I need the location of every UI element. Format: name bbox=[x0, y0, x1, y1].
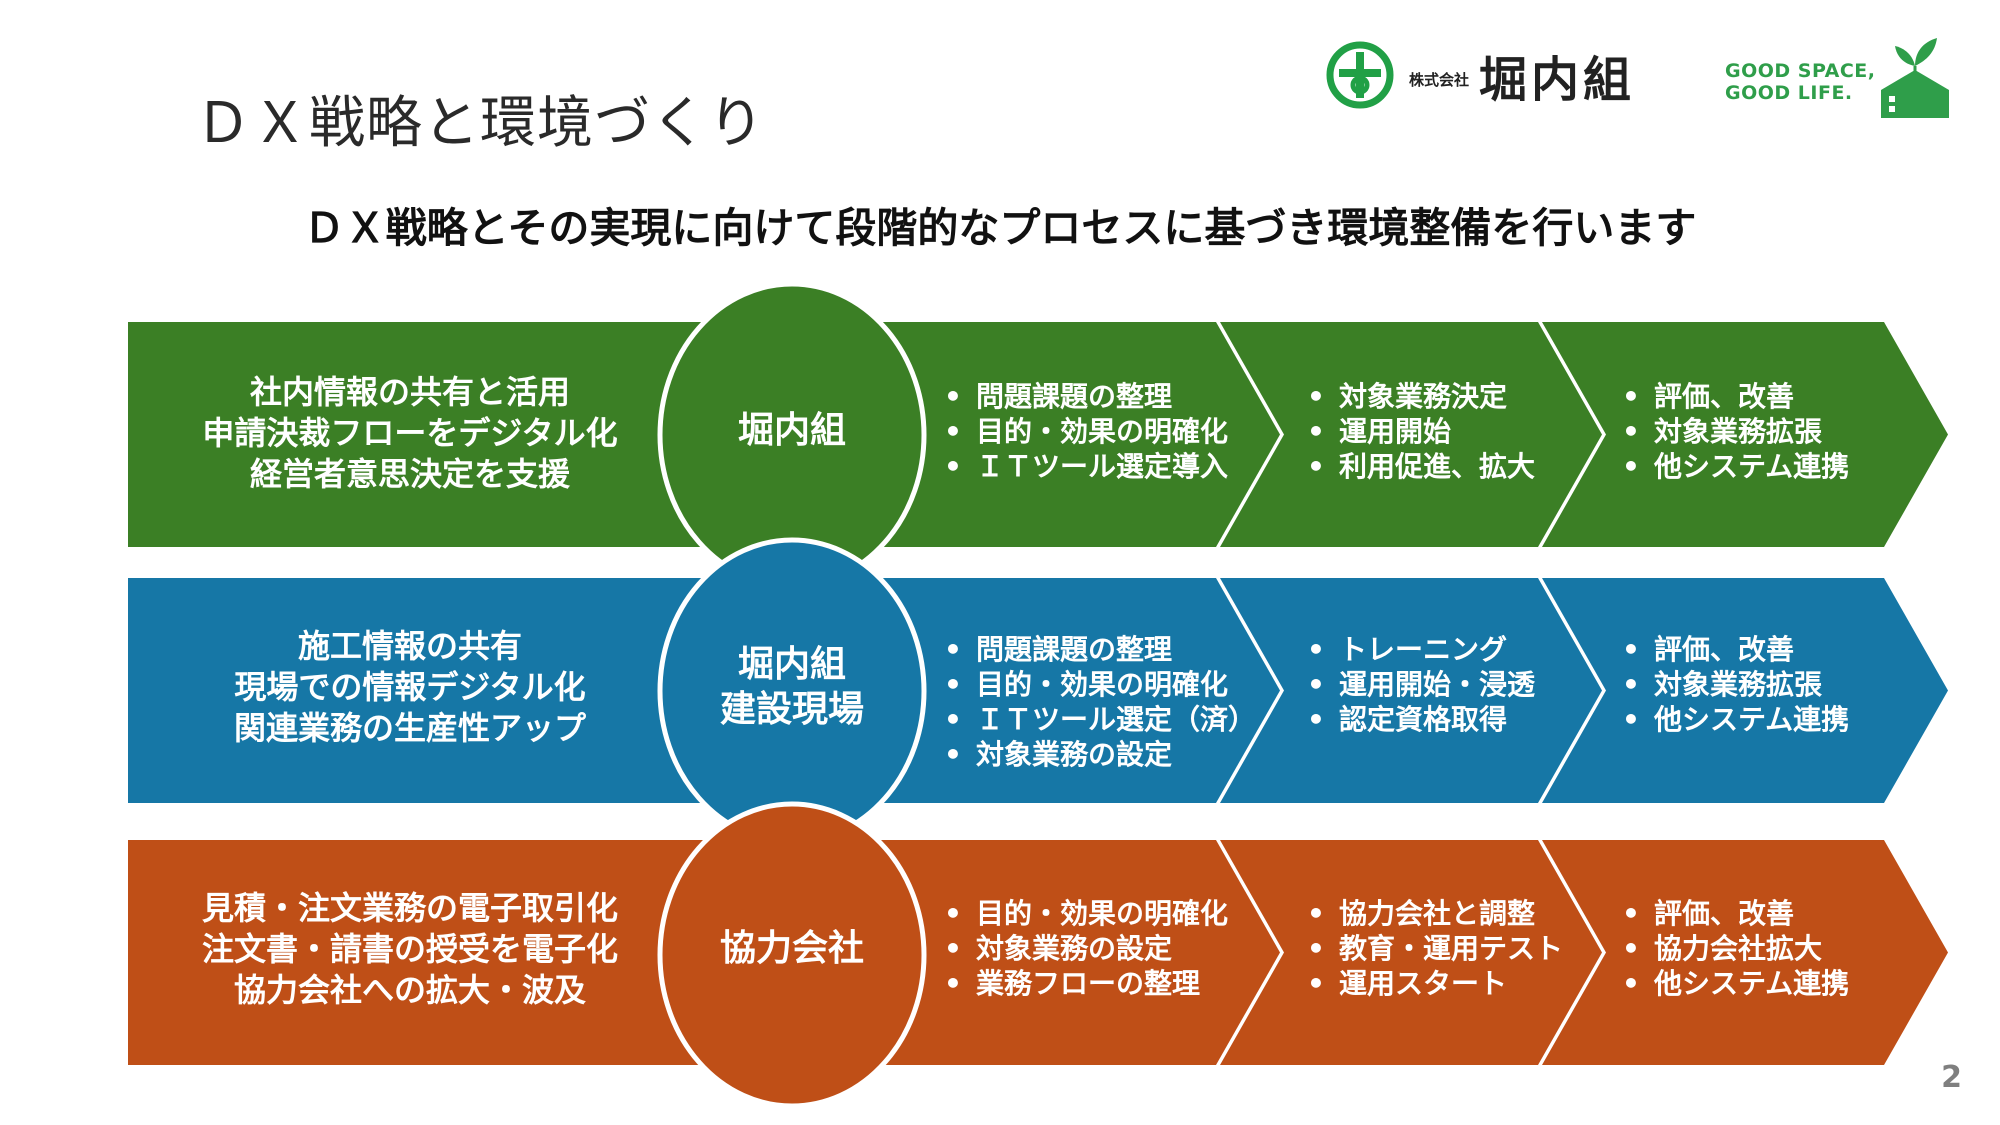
row-orange-summary: 見積・注文業務の電子取引化 注文書・請書の授受を電子化 協力会社への拡大・波及 bbox=[130, 888, 690, 1011]
row-blue-step-1: 問題課題の整理 目的・効果の明確化 ＩＴツール選定（済） 対象業務の設定 bbox=[942, 632, 1256, 772]
bullet-item: ＩＴツール選定導入 bbox=[942, 449, 1228, 484]
row-blue-left-band bbox=[128, 578, 708, 803]
row-green-step-2: 対象業務決定 運用開始 利用促進、拡大 bbox=[1305, 379, 1535, 484]
slogan-line-1: GOOD SPACE, bbox=[1725, 60, 1876, 82]
row-blue-summary: 施工情報の共有 現場での情報デジタル化 関連業務の生産性アップ bbox=[130, 626, 690, 749]
company-logo: 株式会社 堀内組 bbox=[1325, 30, 1685, 120]
bullet-item: 目的・効果の明確化 bbox=[942, 667, 1256, 702]
summary-line: 関連業務の生産性アップ bbox=[233, 709, 586, 747]
summary-line: 施工情報の共有 bbox=[297, 627, 522, 665]
circle-label-line: 堀内組 bbox=[737, 410, 846, 451]
bullet-item: 対象業務の設定 bbox=[942, 931, 1228, 966]
bullet-item: 他システム連携 bbox=[1620, 449, 1849, 484]
circle-label-line: 建設現場 bbox=[719, 689, 864, 730]
row-green-step-1: 問題課題の整理 目的・効果の明確化 ＩＴツール選定導入 bbox=[942, 379, 1228, 484]
bullet-item: 教育・運用テスト bbox=[1305, 931, 1563, 966]
summary-line: 注文書・請書の授受を電子化 bbox=[201, 930, 618, 968]
bullet-item: 利用促進、拡大 bbox=[1305, 449, 1535, 484]
summary-line: 現場での情報デジタル化 bbox=[234, 668, 586, 706]
row-blue-step-2: トレーニング 運用開始・浸透 認定資格取得 bbox=[1305, 632, 1535, 737]
bullet-item: 評価、改善 bbox=[1620, 896, 1849, 931]
house-sprout-icon bbox=[1881, 38, 1949, 118]
bullet-item: 協力会社と調整 bbox=[1305, 896, 1563, 931]
summary-line: 協力会社への拡大・波及 bbox=[233, 971, 586, 1009]
bullet-item: 協力会社拡大 bbox=[1620, 931, 1849, 966]
row-orange-circle-label: 協力会社 bbox=[662, 926, 922, 971]
row-orange-step-2: 協力会社と調整 教育・運用テスト 運用スタート bbox=[1305, 896, 1563, 1001]
page-number: 2 bbox=[1941, 1060, 1962, 1095]
circle-label-line: 協力会社 bbox=[719, 928, 864, 969]
bullet-item: 評価、改善 bbox=[1620, 632, 1849, 667]
bullet-item: トレーニング bbox=[1305, 632, 1535, 667]
summary-line: 社内情報の共有と活用 bbox=[249, 373, 570, 411]
summary-line: 申請決裁フローをデジタル化 bbox=[202, 414, 618, 452]
row-green-left-band bbox=[128, 322, 708, 547]
page-title: ＤＸ戦略と環境づくり bbox=[195, 91, 765, 156]
company-mark-icon bbox=[1326, 41, 1394, 109]
bullet-item: 業務フローの整理 bbox=[942, 966, 1228, 1001]
bullet-item: 対象業務拡張 bbox=[1620, 667, 1849, 702]
bullet-item: 運用開始・浸透 bbox=[1305, 667, 1535, 702]
bullet-item: 運用開始 bbox=[1305, 414, 1535, 449]
circle-label-line: 堀内組 bbox=[737, 644, 846, 685]
bullet-item: 対象業務決定 bbox=[1305, 379, 1535, 414]
bullet-item: 評価、改善 bbox=[1620, 379, 1849, 414]
bullet-item: 他システム連携 bbox=[1620, 702, 1849, 737]
logo-kabushiki: 株式会社 bbox=[1409, 70, 1470, 89]
logo-company-name: 堀内組 bbox=[1479, 52, 1636, 108]
slogan-line-2: GOOD LIFE. bbox=[1725, 82, 1853, 104]
bullet-item: 他システム連携 bbox=[1620, 966, 1849, 1001]
row-blue-step-3: 評価、改善 対象業務拡張 他システム連携 bbox=[1620, 632, 1849, 737]
bullet-item: 対象業務拡張 bbox=[1620, 414, 1849, 449]
row-orange-left-band bbox=[128, 840, 708, 1065]
row-green-step-3: 評価、改善 対象業務拡張 他システム連携 bbox=[1620, 379, 1849, 484]
summary-line: 見積・注文業務の電子取引化 bbox=[201, 889, 618, 927]
slogan-text: GOOD SPACE, GOOD LIFE. bbox=[1725, 60, 1876, 104]
row-orange-circle bbox=[657, 801, 927, 1109]
bullet-item: 認定資格取得 bbox=[1305, 702, 1535, 737]
bullet-item: 目的・効果の明確化 bbox=[942, 896, 1228, 931]
bullet-item: 問題課題の整理 bbox=[942, 379, 1228, 414]
row-orange-step-3: 評価、改善 協力会社拡大 他システム連携 bbox=[1620, 896, 1849, 1001]
bullet-item: ＩＴツール選定（済） bbox=[942, 702, 1256, 737]
bullet-item: 対象業務の設定 bbox=[942, 737, 1256, 772]
bullet-item: 目的・効果の明確化 bbox=[942, 414, 1228, 449]
bullet-item: 運用スタート bbox=[1305, 966, 1563, 1001]
row-green-summary: 社内情報の共有と活用 申請決裁フローをデジタル化 経営者意思決定を支援 bbox=[130, 372, 690, 495]
slogan-logo: GOOD SPACE, GOOD LIFE. bbox=[1725, 30, 1955, 120]
row-blue-circle-label: 堀内組 建設現場 bbox=[662, 642, 922, 732]
bullet-item: 問題課題の整理 bbox=[942, 632, 1256, 667]
subtitle: ＤＸ戦略とその実現に向けて段階的なプロセスに基づき環境整備を行います bbox=[303, 204, 1697, 252]
summary-line: 経営者意思決定を支援 bbox=[249, 455, 570, 493]
row-green-circle-label: 堀内組 bbox=[662, 408, 922, 453]
row-orange-step-1: 目的・効果の明確化 対象業務の設定 業務フローの整理 bbox=[942, 896, 1228, 1001]
